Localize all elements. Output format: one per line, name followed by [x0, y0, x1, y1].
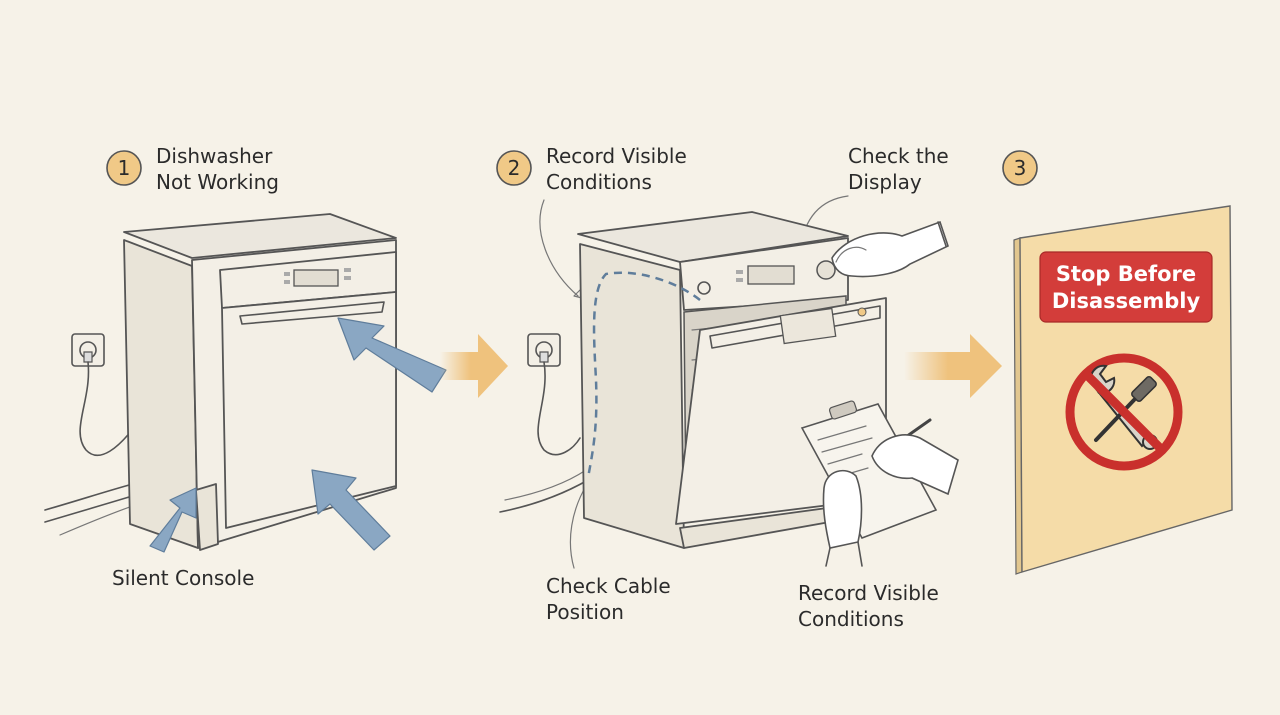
- display-window-2: [747, 265, 795, 285]
- step-1-title-line1: Dishwasher: [156, 144, 273, 168]
- step-1-badge: 1: [106, 150, 142, 186]
- clipboard-icon: [800, 400, 938, 539]
- step-2-title-line1: Record Visible: [546, 144, 687, 168]
- power-outlet-icon: [71, 333, 105, 367]
- step-3-number: 3: [1014, 156, 1027, 180]
- stop-sign-banner: Stop Before Disassembly: [1039, 251, 1213, 323]
- dishwasher-2: [577, 211, 887, 549]
- step-2-number: 2: [508, 156, 521, 180]
- leader-record-conditions: [539, 199, 579, 297]
- power-outlet-icon: [527, 333, 561, 367]
- sign-line2: Disassembly: [1052, 289, 1201, 313]
- hand-holding: [822, 469, 863, 567]
- dishwasher-1: [123, 213, 397, 551]
- pointer-arrow-bottom-left: [149, 487, 197, 553]
- flow-arrow-2: [904, 334, 1002, 398]
- hand-writing: [871, 434, 959, 496]
- label-check-display-line2: Display: [848, 170, 922, 194]
- flow-arrow-1: [440, 334, 508, 398]
- label-check-cable-line2: Position: [546, 600, 624, 624]
- sign-line1: Stop Before: [1056, 262, 1196, 286]
- label-check-cable-line1: Check Cable: [546, 574, 671, 598]
- cable-route-dashed: [586, 271, 701, 479]
- step-2: 2 Record Visible Conditions Check the Di…: [496, 144, 959, 631]
- step-2-badge: 2: [496, 150, 532, 186]
- cable-2a: [499, 479, 589, 513]
- hand-icon: [831, 220, 949, 278]
- hose-1: [44, 481, 141, 511]
- label-silent-console: Silent Console: [112, 566, 254, 590]
- label-record-conditions-line1: Record Visible: [798, 581, 939, 605]
- step-1-number: 1: [118, 156, 131, 180]
- screwdriver-icon: [1094, 376, 1157, 442]
- step-3: 3 Stop Before Disassembly: [1002, 150, 1233, 575]
- display-window-1: [293, 269, 339, 287]
- step-1-title-line2: Not Working: [156, 170, 279, 194]
- leader-check-cable: [569, 485, 587, 569]
- cable-2b: [504, 469, 587, 501]
- door-handle-1: [239, 301, 385, 325]
- control-knob: [816, 260, 836, 280]
- label-record-conditions-line2: Conditions: [798, 607, 904, 631]
- step-1: 1 Dishwasher Not Working: [44, 144, 447, 590]
- pointer-arrow-bottom-right: [311, 469, 391, 551]
- step-3-badge: 3: [1002, 150, 1038, 186]
- prohibition-icon: [1065, 353, 1183, 471]
- step-2-title-line2: Conditions: [546, 170, 652, 194]
- pointer-arrow-door: [337, 317, 447, 393]
- power-cord-2: [537, 361, 581, 456]
- power-cord: [79, 361, 133, 457]
- label-check-display-line1: Check the: [848, 144, 949, 168]
